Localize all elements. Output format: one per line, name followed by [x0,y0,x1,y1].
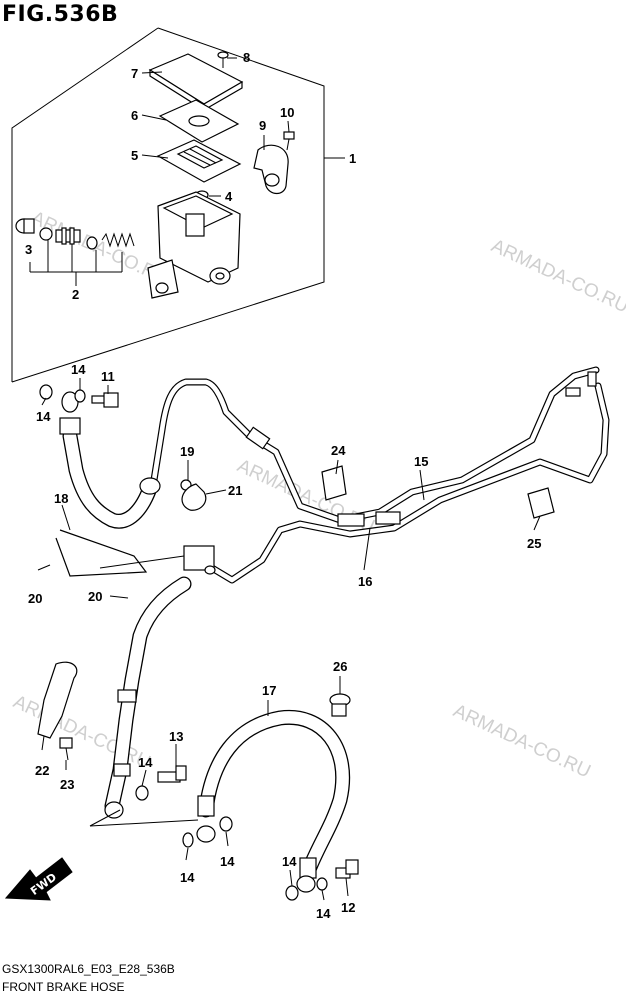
callout-label: 20 [88,589,102,604]
callout-label: 6 [131,108,138,123]
callout-label: 11 [101,369,115,384]
callout-label: 5 [131,148,138,163]
lower-brake-pipe [208,382,610,584]
callout-label: 18 [54,491,68,506]
caliper-hose-17 [196,709,351,893]
callout-label: 12 [341,900,355,915]
clip-25 [527,487,555,519]
callout-label: 8 [243,50,250,65]
handlebar-clamp [253,144,289,195]
callout-label: 13 [169,729,183,744]
cap-screw [217,51,229,68]
callout-label: 25 [527,536,541,551]
clamp-bolt [283,131,295,151]
callout-label: 23 [60,777,74,792]
callout-numbers: 1 2 3 4 5 6 7 8 9 10 11 14 14 18 19 21 2… [25,50,541,921]
callout-label: 21 [228,483,242,498]
callout-label: 9 [259,118,266,133]
callout-label: 14 [180,870,195,885]
figure-name: FRONT BRAKE HOSE [2,980,125,994]
callout-label: 4 [225,189,233,204]
piston-set [15,218,135,286]
reference-lines [89,809,199,827]
callout-label: 14 [138,755,153,770]
callout-label: 14 [71,362,86,377]
callout-label: 14 [36,409,51,424]
watermark: ARMADA-CO.RU [450,700,594,782]
upper-brake-pipe [150,366,600,524]
callout-label: 26 [333,659,347,674]
pipe-fittings [245,371,597,527]
callout-label: 1 [349,151,356,166]
union-bolt-13 [135,765,187,801]
three-way-joint [183,545,216,575]
fwd-arrow-icon: FWD [4,857,73,901]
callout-label: 14 [282,854,297,869]
callout-label: 24 [331,443,346,458]
master-cylinder-body [147,191,241,299]
cap-plate [158,99,240,143]
callout-label: 19 [180,444,194,459]
callout-label: 22 [35,763,49,778]
master-cylinder-frame [11,27,345,383]
callout-label: 7 [131,66,138,81]
watermark: ARMADA-CO.RU [488,235,626,317]
figure-code: GSX1300RAL6_E03_E28_536B [2,962,175,976]
callout-label: 2 [72,287,79,302]
callout-label: 14 [316,906,331,921]
union-bolt-12 [335,859,359,879]
callout-label: 15 [414,454,428,469]
union-bolt-11 [39,384,119,408]
callout-label: 10 [280,105,294,120]
callout-label: 20 [28,591,42,606]
bolt-23 [59,737,73,761]
hose-clamp-19-21 [180,479,207,511]
callout-label: 17 [262,683,276,698]
clip-24 [321,465,347,501]
callout-label: 14 [220,854,235,869]
leader-lines [37,57,541,901]
diaphragm [156,139,242,183]
clip-26 [329,693,351,717]
upper-flexible-hose [59,391,161,529]
bracket-18 [55,529,185,577]
callout-label: 16 [358,574,372,589]
callout-label: 3 [25,242,32,257]
lower-flexible-hose [104,576,192,819]
washers-14 [182,816,328,901]
figure-title: FIG.536B [2,2,119,27]
